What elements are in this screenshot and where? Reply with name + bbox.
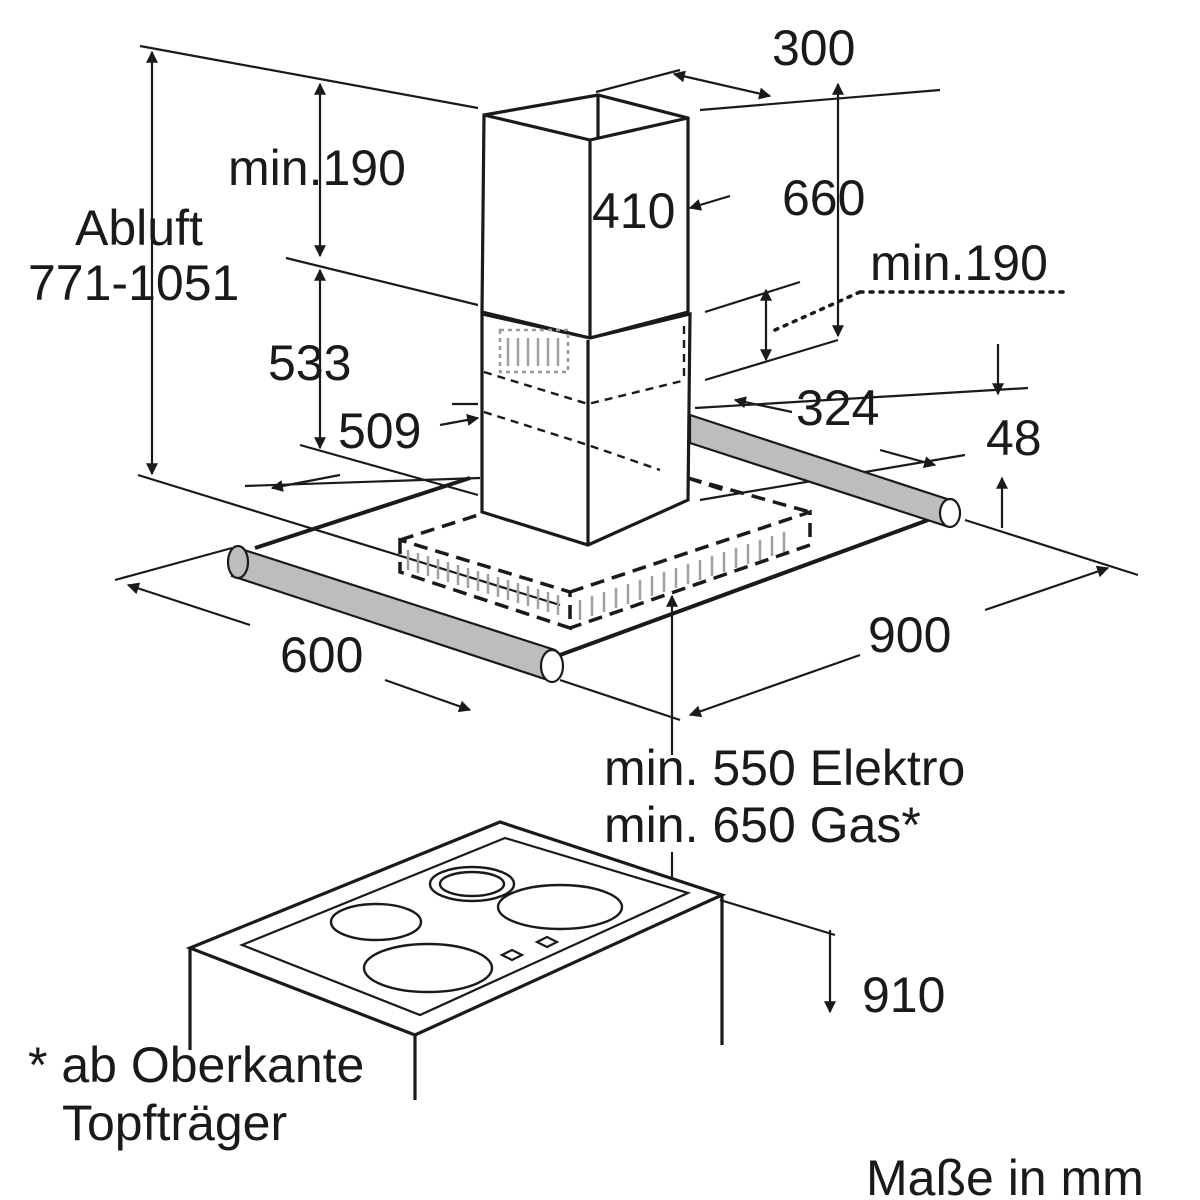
burner-right xyxy=(496,883,624,931)
label-533: 533 xyxy=(268,335,351,391)
label-48: 48 xyxy=(986,410,1042,466)
chimney xyxy=(480,93,731,547)
grease-filter-side xyxy=(578,532,786,620)
cooktop xyxy=(185,820,727,1100)
footnote-line2: Topfträger xyxy=(62,1095,287,1151)
grease-filter-front xyxy=(406,550,560,615)
burner-front xyxy=(362,942,494,994)
label-509: 509 xyxy=(338,403,421,459)
label-660: 660 xyxy=(782,170,865,226)
handle-rail-back xyxy=(688,413,962,529)
label-410: 410 xyxy=(592,183,675,239)
dimension-labels: 300 min.190 410 660 Abluft 771-1051 min.… xyxy=(28,20,1048,1023)
label-910: 910 xyxy=(862,967,945,1023)
notes: * ab Oberkante Topfträger Maße in mm xyxy=(28,1037,1144,1200)
footnote-line1: * ab Oberkante xyxy=(28,1037,364,1093)
vent-grille-icon xyxy=(498,328,570,374)
handle-rail-front xyxy=(226,544,565,684)
label-abluft-range: 771-1051 xyxy=(28,255,239,311)
label-300: 300 xyxy=(772,20,855,76)
label-min-gas: min. 650 Gas* xyxy=(604,797,921,853)
burner-left xyxy=(329,902,423,942)
label-min-electric: min. 550 Elektro xyxy=(604,740,965,796)
control-icon xyxy=(534,935,560,949)
label-900: 900 xyxy=(868,607,951,663)
units-note: Maße in mm xyxy=(866,1150,1144,1200)
label-324: 324 xyxy=(796,380,879,436)
label-600: 600 xyxy=(280,627,363,683)
label-min190-side: min.190 xyxy=(870,235,1048,291)
label-min190-upper: min.190 xyxy=(228,140,406,196)
control-icon xyxy=(499,948,525,962)
dimension-arrows xyxy=(126,50,1110,1014)
label-abluft: Abluft xyxy=(75,200,203,256)
